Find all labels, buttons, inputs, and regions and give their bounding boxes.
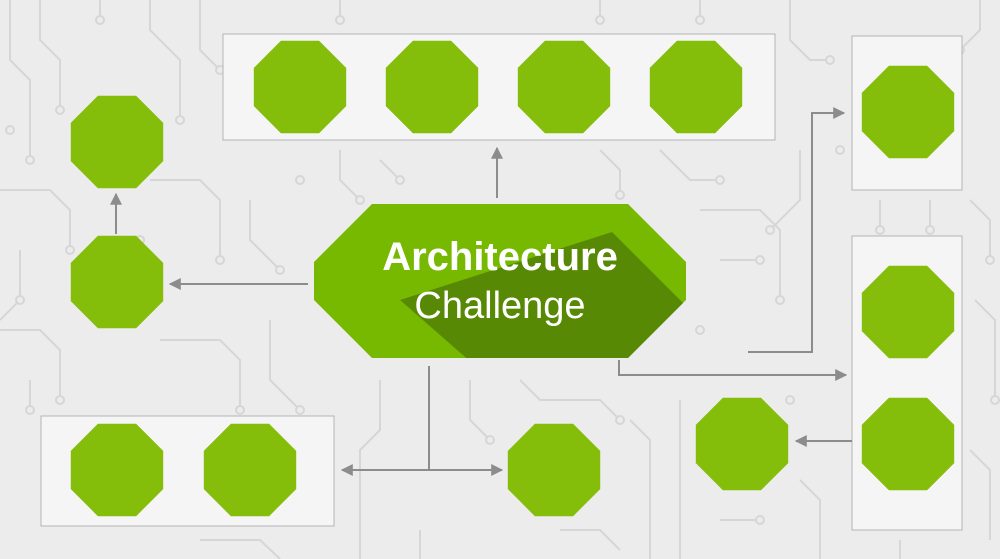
circuit-trace bbox=[959, 0, 981, 51]
circuit-node-dot bbox=[825, 55, 835, 65]
center-node: Architecture Challenge bbox=[314, 204, 686, 358]
circuit-node-dot bbox=[25, 155, 35, 165]
connectors bbox=[110, 107, 852, 476]
circuit-trace bbox=[0, 329, 61, 400]
circuit-trace bbox=[629, 419, 651, 559]
circuit-node-dot bbox=[765, 225, 775, 235]
circuit-node-dot bbox=[295, 175, 305, 185]
circuit-trace bbox=[149, 0, 181, 120]
circuit-node-dot bbox=[715, 175, 725, 185]
circuit-trace bbox=[700, 209, 781, 300]
circuit-node-dot bbox=[215, 255, 225, 265]
circuit-trace bbox=[249, 200, 281, 271]
center-title-line2: Challenge bbox=[414, 285, 585, 327]
node-top-row-1 bbox=[253, 40, 347, 134]
circuit-node-dot bbox=[615, 415, 625, 425]
circuit-node-dot bbox=[485, 435, 495, 445]
node-top-row-2 bbox=[385, 40, 479, 134]
node-left-lower bbox=[70, 235, 164, 329]
circuit-trace bbox=[269, 320, 301, 411]
node-top-right bbox=[861, 65, 955, 159]
circuit-trace bbox=[469, 380, 491, 441]
circuit-node-dot bbox=[65, 245, 75, 255]
circuit-trace bbox=[150, 179, 221, 260]
circuit-trace bbox=[799, 479, 821, 559]
circuit-trace bbox=[789, 0, 830, 61]
node-bottom-center bbox=[507, 423, 601, 517]
circuit-node-dot bbox=[785, 395, 795, 405]
circuit-trace bbox=[339, 150, 361, 201]
circuit-node-dot bbox=[755, 515, 765, 525]
circuit-node-dot bbox=[775, 295, 785, 305]
node-bottom-left-2 bbox=[203, 423, 297, 517]
node-top-row-3 bbox=[517, 40, 611, 134]
circuit-node-dot bbox=[95, 15, 105, 25]
circuit-node-dot bbox=[55, 105, 65, 115]
circuit-trace bbox=[359, 380, 381, 559]
node-top-row-4 bbox=[649, 40, 743, 134]
node-right-column-2 bbox=[861, 397, 955, 491]
circuit-trace bbox=[199, 0, 221, 71]
arrow-to-right-column bbox=[618, 360, 848, 381]
circuit-node-dot bbox=[235, 405, 245, 415]
circuit-node-dot bbox=[695, 15, 705, 25]
node-right-middle bbox=[695, 397, 789, 491]
circuit-node-dot bbox=[175, 115, 185, 125]
circuit-trace bbox=[200, 539, 281, 559]
circuit-node-dot bbox=[990, 395, 1000, 405]
circuit-trace bbox=[599, 149, 621, 195]
nodes bbox=[70, 40, 955, 517]
circuit-trace bbox=[969, 199, 991, 260]
center-title-line1: Architecture bbox=[382, 235, 618, 279]
circuit-node-dot bbox=[755, 255, 765, 265]
arrow-to-top-right-panel bbox=[748, 107, 846, 353]
node-left-upper bbox=[70, 95, 164, 189]
circuit-node-dot bbox=[595, 15, 605, 25]
circuit-node-dot bbox=[355, 195, 365, 205]
circuit-node-dot bbox=[25, 405, 35, 415]
circuit-node-dot bbox=[615, 190, 625, 200]
circuit-trace bbox=[0, 189, 71, 250]
circuit-node-dot bbox=[15, 295, 25, 305]
circuit-trace bbox=[560, 529, 621, 551]
circuit-trace bbox=[519, 379, 621, 421]
center-shadow bbox=[400, 232, 686, 358]
circuit-trace bbox=[160, 339, 241, 410]
circuit-trace bbox=[39, 0, 61, 110]
circuit-trace bbox=[769, 150, 801, 231]
circuit-node-dot bbox=[295, 405, 305, 415]
circuit-node-dot bbox=[395, 175, 405, 185]
circuit-node-dot bbox=[275, 265, 285, 275]
circuit-trace bbox=[974, 299, 996, 400]
circuit-node-dot bbox=[925, 225, 935, 235]
circuit-node-dot bbox=[695, 325, 705, 335]
circuit-trace bbox=[9, 0, 31, 160]
circuit-node-dot bbox=[5, 125, 15, 135]
circuit-node-dot bbox=[835, 145, 845, 155]
circuit-trace bbox=[659, 149, 720, 181]
circuit-node-dot bbox=[335, 15, 345, 25]
node-bottom-left-1 bbox=[70, 423, 164, 517]
node-right-column-1 bbox=[861, 265, 955, 359]
circuit-node-dot bbox=[55, 395, 65, 405]
circuit-trace bbox=[969, 449, 991, 540]
circuit-node-dot bbox=[985, 255, 995, 265]
circuit-node-dot bbox=[875, 225, 885, 235]
